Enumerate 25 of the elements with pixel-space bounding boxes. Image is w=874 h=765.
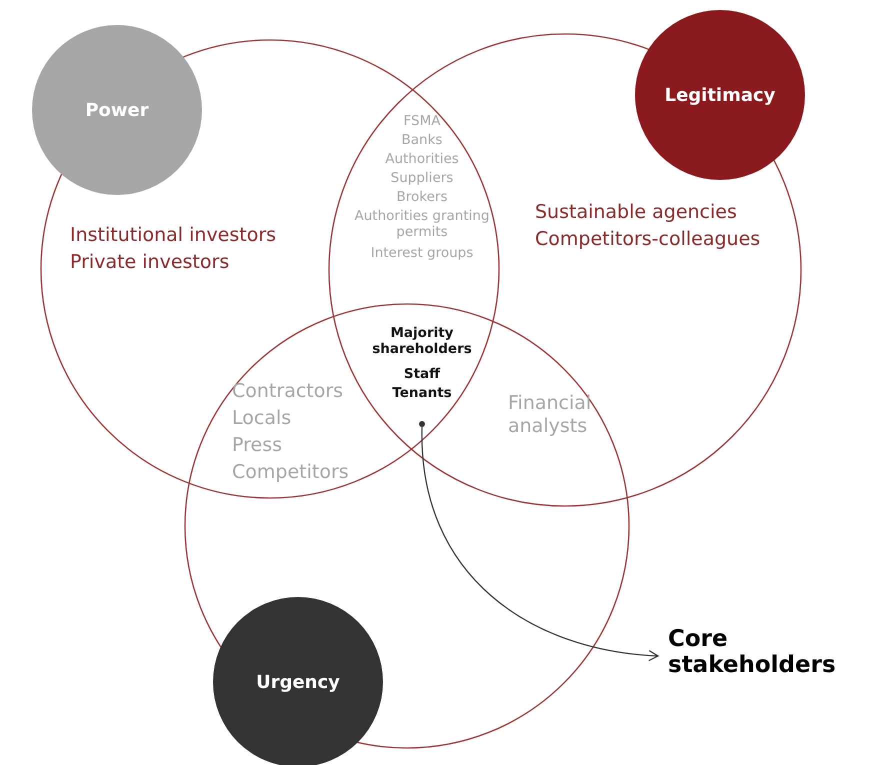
stakeholder-label: Private investors (70, 251, 230, 274)
stakeholder-label: Brokers (395, 189, 448, 206)
stakeholder-label: Interest groups (370, 245, 474, 262)
category-circle: Power (32, 25, 202, 195)
category-circle: Urgency (213, 597, 383, 765)
stakeholder-label: Tenants (391, 385, 453, 402)
stakeholder-label: FSMA (402, 113, 442, 130)
stakeholder-label: Competitors-colleagues (535, 228, 762, 251)
stakeholder-label: Financial analysts (508, 392, 592, 438)
stakeholder-label: Staff (402, 366, 442, 382)
category-circle: Legitimacy (635, 10, 805, 180)
callout-text: Core stakeholders (668, 626, 868, 679)
stakeholder-label: Institutional investors (70, 224, 278, 247)
stakeholder-label: Majority shareholders (371, 325, 473, 358)
stakeholder-label: Sustainable agencies (535, 201, 738, 224)
stakeholder-label: Banks (400, 132, 444, 148)
stakeholder-label: Competitors (232, 461, 350, 484)
stakeholder-label: Locals (232, 407, 292, 430)
stakeholder-label: Authorities granting permits (354, 208, 490, 240)
stakeholder-label: Contractors (232, 380, 344, 403)
stakeholder-label: Suppliers (390, 170, 454, 186)
stakeholder-label: Press (232, 434, 284, 457)
stakeholder-label: Authorities (384, 151, 460, 168)
dot (419, 421, 425, 427)
arrow (421, 426, 659, 661)
